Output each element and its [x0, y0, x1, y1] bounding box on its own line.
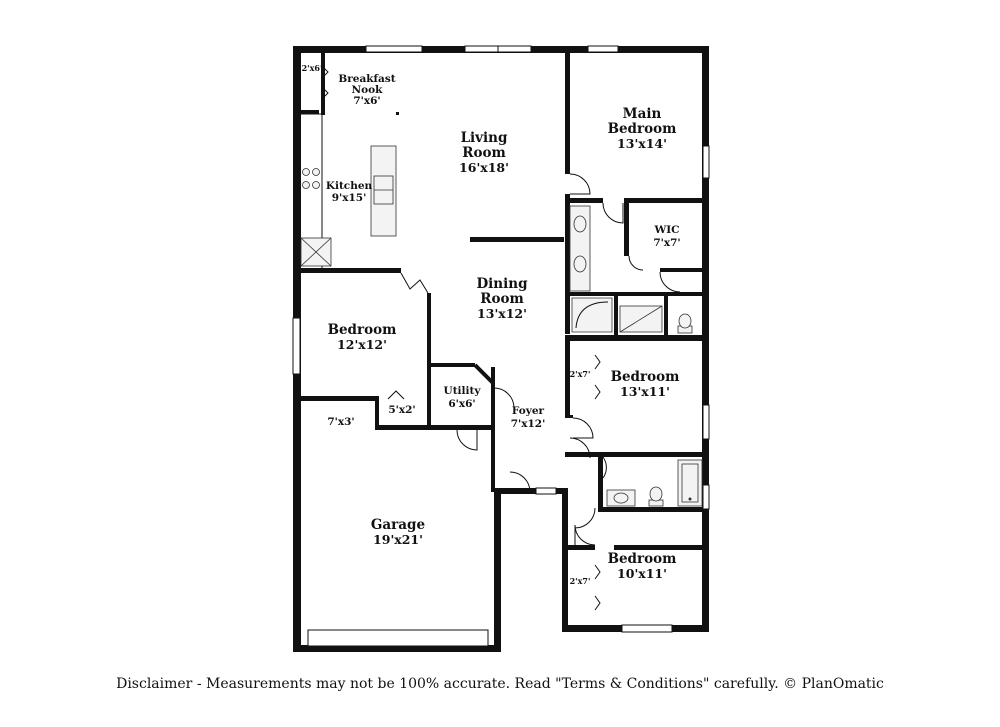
room-name-breakfast-nook: Breakfast	[338, 73, 395, 85]
room-name-utility: Utility	[444, 385, 482, 397]
room-name-breakfast-nook: Nook	[352, 84, 384, 96]
doors	[400, 173, 681, 546]
closet-label-bedroom-east-closet: 2'x7'	[570, 369, 591, 379]
room-name-dining-room: Room	[480, 291, 524, 307]
range	[302, 168, 310, 176]
room-dims-bedroom-east: 13'x11'	[620, 384, 670, 399]
room-name-dining-room: Dining	[476, 276, 528, 292]
room-name-foyer: Foyer	[512, 405, 545, 417]
room-dims-bedroom-west: 12'x12'	[337, 337, 387, 352]
closet-doors	[322, 66, 601, 611]
room-name-wic: WIC	[653, 224, 679, 236]
room-dims-bedroom-south: 10'x11'	[617, 566, 667, 581]
closet-label-bedroom-south-closet: 2'x7'	[570, 576, 591, 586]
room-name-kitchen: Kitchen	[326, 180, 373, 192]
room-dims-dining-room: 13'x12'	[477, 306, 527, 321]
room-dims-breakfast-nook: 7'x6'	[353, 95, 380, 107]
corner-tub	[571, 297, 613, 333]
closet-label-nook-closet: 2'x6'	[302, 63, 323, 73]
room-name-living-room: Living	[461, 130, 508, 146]
room-name-bedroom-south: Bedroom	[608, 551, 677, 567]
room-dims-main-bedroom: 13'x14'	[617, 136, 667, 151]
closet-label-garage-storage: 7'x3'	[327, 416, 354, 428]
room-name-bedroom-east: Bedroom	[611, 369, 680, 385]
interior-walls	[297, 50, 705, 550]
toilet	[678, 313, 692, 329]
room-name-living-room: Room	[462, 145, 506, 161]
room-name-main-bedroom: Main	[623, 106, 662, 122]
closet-label-hall-closet: 5'x2'	[388, 404, 415, 416]
hall-toilet	[649, 486, 663, 502]
disclaimer-text: Disclaimer - Measurements may not be 100…	[116, 676, 884, 692]
room-dims-utility: 6'x6'	[448, 398, 475, 410]
windows	[292, 45, 710, 647]
room-name-main-bedroom: Bedroom	[608, 121, 677, 137]
room-labels: BreakfastNook7'x6'Kitchen9'x15'LivingRoo…	[302, 63, 681, 586]
room-dims-garage: 19'x21'	[373, 532, 423, 547]
room-dims-wic: 7'x7'	[653, 237, 680, 249]
room-dims-kitchen: 9'x15'	[332, 192, 367, 204]
room-name-garage: Garage	[371, 517, 425, 533]
utility-angled-wall	[473, 363, 495, 385]
room-name-bedroom-west: Bedroom	[328, 322, 397, 338]
room-dims-living-room: 16'x18'	[459, 160, 509, 175]
room-dims-foyer: 7'x12'	[511, 418, 546, 430]
fixtures	[300, 112, 703, 507]
